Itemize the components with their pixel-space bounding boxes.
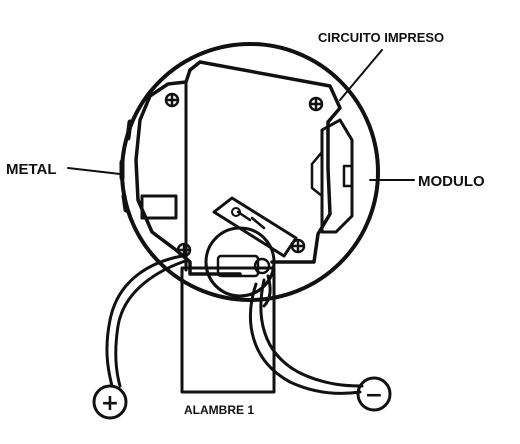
metal-rect-opening xyxy=(140,194,178,220)
label-module: MODULO xyxy=(418,173,485,190)
label-metal: METAL xyxy=(6,161,57,178)
module-box xyxy=(310,118,354,234)
cell-holder xyxy=(204,226,276,298)
screw-icon xyxy=(176,242,192,258)
leader-metal xyxy=(67,167,121,175)
plus-terminal-icon xyxy=(92,384,128,420)
positive-wire xyxy=(105,254,184,388)
screw-icon xyxy=(308,96,324,112)
base-block xyxy=(180,266,276,394)
case-rim-notches xyxy=(119,119,133,213)
leader-circuit xyxy=(339,49,383,101)
positive-terminal-symbol: + xyxy=(101,391,119,416)
screw-icon xyxy=(164,92,180,108)
metal-plate xyxy=(134,68,242,276)
negative-wire xyxy=(249,282,362,395)
label-wire: ALAMBRE 1 xyxy=(184,403,254,417)
module-slot xyxy=(342,164,354,188)
label-circuit: CIRCUITO IMPRESO xyxy=(318,30,444,45)
terminal-lug xyxy=(212,196,298,258)
circuit-board xyxy=(188,60,342,264)
minus-terminal-icon xyxy=(356,376,392,412)
negative-terminal-symbol: − xyxy=(365,383,383,408)
